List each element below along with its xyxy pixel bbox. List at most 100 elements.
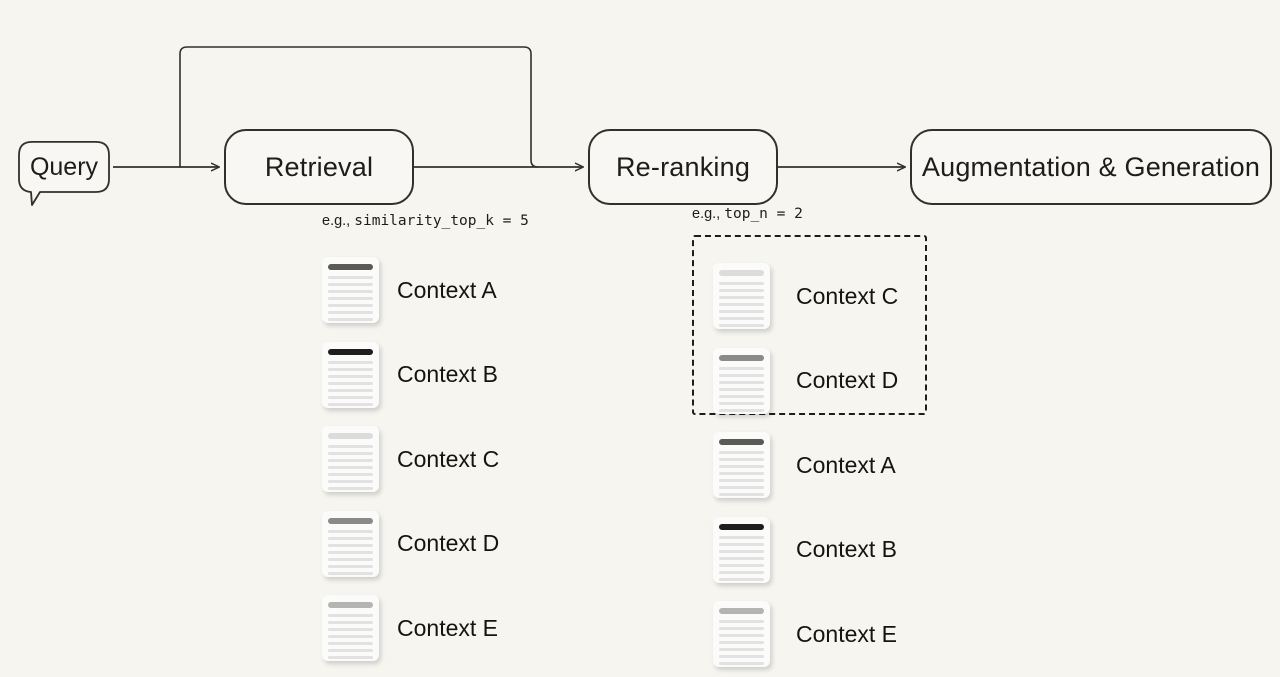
document-text-line [719,570,764,574]
document-text-line [719,408,764,412]
list-item[interactable]: Context E [713,592,898,677]
context-label: Context C [397,445,500,472]
document-text-line [719,493,764,497]
document-text-line [328,290,373,294]
document-text-line [328,635,373,639]
document-icon [322,257,379,324]
document-text-line [719,563,764,567]
document-text-line [328,466,373,470]
document-icon [713,347,770,414]
context-label: Context D [796,367,899,394]
document-icon [713,516,770,583]
document-icon [322,341,379,408]
context-label: Context B [397,361,498,388]
document-text-line [328,388,373,392]
caption-retrieval: e.g., similarity_top_k = 5 [322,213,529,229]
document-text-line [719,549,764,553]
document-text-line [328,297,373,301]
document-header-bar [719,270,764,277]
document-text-line [719,366,764,370]
document-text-line [719,458,764,462]
document-text-line [328,402,373,406]
list-item[interactable]: Context B [322,333,499,418]
document-text-line [328,656,373,660]
caption-reranking: e.g., top_n = 2 [692,206,803,222]
document-text-line [719,380,764,384]
document-text-line [719,282,764,286]
document-text-line [328,571,373,575]
context-label: Context A [397,276,497,303]
document-header-bar [328,602,373,609]
list-item[interactable]: Context C [322,417,499,502]
document-text-line [719,289,764,293]
document-text-line [719,401,764,405]
caption-retrieval-prefix: e.g., [322,213,351,229]
document-text-line [719,648,764,652]
document-text-line [328,487,373,491]
document-text-line [328,395,373,399]
list-item[interactable]: Context A [322,248,499,333]
list-item[interactable]: Context A [713,423,898,508]
document-text-line [328,550,373,554]
list-item[interactable]: Context B [713,508,898,593]
caption-retrieval-code: similarity_top_k = 5 [354,213,529,229]
context-label: Context E [796,620,897,647]
document-icon [322,426,379,493]
document-text-line [719,296,764,300]
document-header-bar [719,608,764,615]
node-retrieval[interactable]: Retrieval [224,129,414,205]
document-text-line [328,304,373,308]
document-text-line [719,479,764,483]
document-icon [322,510,379,577]
list-item[interactable]: Context D [322,502,499,587]
document-text-line [328,480,373,484]
node-augmentation[interactable]: Augmentation & Generation [910,129,1272,205]
document-icon [713,432,770,499]
document-icon [322,595,379,662]
document-text-line [328,564,373,568]
document-header-bar [719,439,764,446]
document-text-line [328,621,373,625]
document-header-bar [719,354,764,361]
context-label: Context E [397,614,498,641]
document-icon [713,263,770,330]
document-header-bar [328,433,373,440]
query-bubble-shape [18,141,110,206]
context-label: Context D [397,530,500,557]
document-text-line [328,543,373,547]
document-text-line [328,452,373,456]
document-text-line [719,655,764,659]
document-text-line [328,628,373,632]
context-label: Context A [796,451,896,478]
document-text-line [328,536,373,540]
caption-reranking-code: top_n = 2 [724,206,803,222]
document-text-line [328,642,373,646]
context-label: Context B [796,536,897,563]
document-text-line [719,472,764,476]
caption-reranking-prefix: e.g., [692,206,721,222]
context-label: Context C [796,282,899,309]
document-text-line [328,276,373,280]
document-text-line [719,465,764,469]
document-text-line [719,662,764,666]
document-text-line [719,535,764,539]
query-label: Query [29,152,99,181]
list-item[interactable]: Context D [713,339,898,424]
node-reranking[interactable]: Re-ranking [588,129,778,205]
document-text-line [328,360,373,364]
top-n-selection-box [692,235,927,415]
document-text-line [719,394,764,398]
document-text-line [719,627,764,631]
document-text-line [719,310,764,314]
document-header-bar [719,523,764,530]
list-item[interactable]: Context C [713,254,898,339]
document-text-line [719,373,764,377]
document-text-line [328,473,373,477]
document-text-line [719,317,764,321]
list-item[interactable]: Context E [322,586,499,671]
document-text-line [328,649,373,653]
reranked-context-list: Context C Context D Context A Context B Cont… [713,254,898,677]
document-text-line [719,620,764,624]
